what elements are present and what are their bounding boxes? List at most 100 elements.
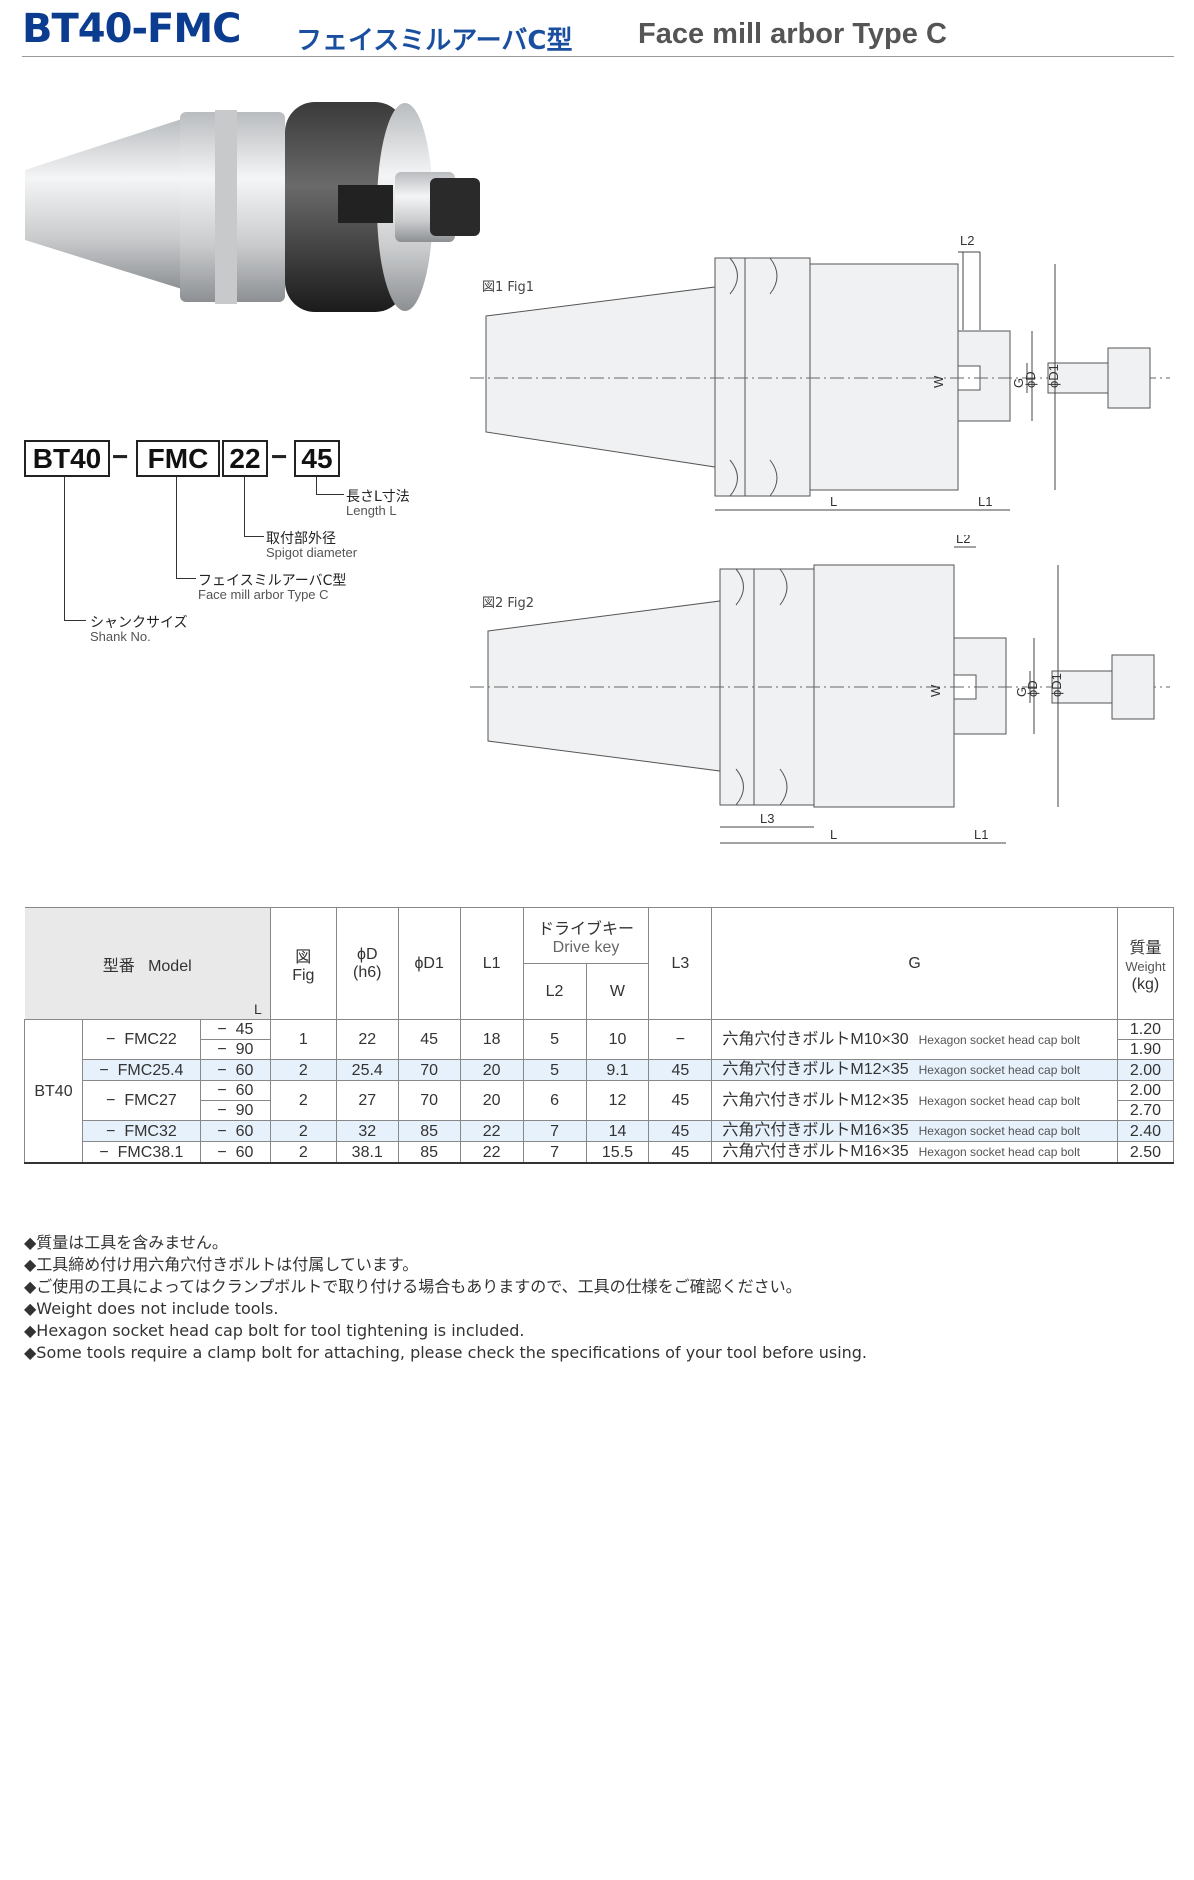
legend-type-jp: フェイスミルアーバC型 (198, 573, 347, 589)
fig2-dim-D1: ϕD1 (1049, 673, 1064, 697)
w-cell: 14 (585, 1120, 650, 1142)
header-D1: ϕD1 (397, 907, 461, 1020)
table-row: − FMC27 − 60 2 27 70 20 6 12 45 六角穴付きボルト… (25, 1080, 1175, 1121)
fig1-dim-D: ϕD (1023, 371, 1038, 388)
code-dash-2: − (271, 441, 288, 472)
d-cell: 22 (335, 1019, 399, 1060)
code-shank-box: BT40 (24, 440, 110, 477)
length-cell: − 60 (199, 1059, 271, 1081)
fig2-dim-L2: L2 (956, 535, 970, 546)
fig2-dim-L1: L1 (974, 827, 988, 842)
fig2-dim-G: G (1014, 687, 1029, 697)
header-L1: L1 (459, 907, 524, 1020)
fig1-dim-L: L (830, 494, 837, 509)
weight-cell: 2.00 (1116, 1080, 1175, 1101)
note-item: ◆Hexagon socket head cap bolt for tool t… (24, 1321, 525, 1340)
legend-spigot-en: Spigot diameter (266, 545, 358, 560)
title-divider (22, 56, 1174, 57)
model-cell: − FMC32 (81, 1120, 201, 1142)
fig-cell: 2 (269, 1141, 337, 1164)
l1-cell: 22 (459, 1141, 524, 1164)
fig1-dim-D1: ϕD1 (1046, 364, 1061, 388)
fig2-dim-W: W (928, 684, 943, 697)
l2-cell: 6 (522, 1080, 587, 1121)
header-W: W (585, 963, 650, 1020)
fig-cell: 2 (269, 1120, 337, 1142)
l2-cell: 7 (522, 1120, 587, 1142)
table-row: BT40 − FMC22 − 45 1 22 45 18 5 10 − 六角穴付… (24, 1019, 1175, 1164)
note-item: ◆質量は工具を含みません。 (24, 1233, 228, 1252)
weight-cell: 2.40 (1116, 1120, 1175, 1142)
d-cell: 38.1 (335, 1141, 399, 1164)
l1-cell: 20 (459, 1059, 524, 1081)
note-item: ◆ご使用の工具によってはクランプボルトで取り付ける場合もありますので、工具の仕様… (24, 1277, 802, 1296)
fig2-drawing: L3 L L1 L2 W ϕD ϕD1 G (470, 535, 1170, 844)
w-cell: 10 (585, 1019, 650, 1060)
legend-shank-jp: シャンクサイズ (90, 615, 188, 631)
l1-cell: 18 (459, 1019, 524, 1060)
fig1-dim-W: W (931, 375, 946, 388)
page-title-en: Face mill arbor Type C (638, 18, 947, 50)
d1-cell: 45 (397, 1019, 461, 1060)
w-cell: 9.1 (585, 1059, 650, 1081)
l3-cell: − (648, 1019, 713, 1060)
d-cell: 25.4 (335, 1059, 399, 1081)
l2-cell: 5 (522, 1019, 587, 1060)
length-cell: − 60 (199, 1080, 271, 1101)
fig1-dim-L2: L2 (960, 233, 974, 248)
leader-line (64, 620, 86, 621)
weight-cell: 2.50 (1116, 1141, 1175, 1164)
product-photo (25, 102, 480, 312)
legend-shank-en: Shank No. (90, 629, 151, 644)
fig2-label: 図2 Fig2 (482, 596, 535, 611)
fig1-dim-L1: L1 (978, 494, 992, 509)
legend-spigot-jp: 取付部外径 (266, 531, 336, 547)
fig1-label: 図1 Fig1 (482, 280, 535, 295)
table-row: − FMC25.4 − 60 2 25.4 70 20 5 9.1 45 六角穴… (24, 1059, 1175, 1081)
length-cell: − 90 (199, 1039, 271, 1060)
leader-line (316, 494, 344, 495)
fig-cell: 2 (269, 1080, 337, 1121)
legend-length-jp: 長さL寸法 (346, 489, 410, 505)
l3-cell: 45 (648, 1141, 713, 1164)
code-type-box: FMC (136, 440, 220, 477)
header-L2: L2 (522, 963, 587, 1020)
table-row: − 90 1.90 (25, 1039, 1175, 1060)
fig1-drawing: L L1 L2 W ϕD ϕD1 G (470, 233, 1170, 511)
page-title-jp: フェイスミルアーバC型 (296, 26, 573, 56)
fig2-dim-D: ϕD (1025, 680, 1040, 697)
model-cell: − FMC38.1 (81, 1141, 201, 1164)
length-cell: − 90 (199, 1100, 271, 1121)
table-row: − FMC38.1 − 60 2 38.1 85 22 7 15.5 45 六角… (24, 1141, 1175, 1164)
leader-line (176, 578, 196, 579)
leader-line (64, 477, 65, 621)
weight-cell: 1.20 (1116, 1019, 1175, 1040)
length-cell: − 45 (199, 1019, 271, 1040)
l1-cell: 22 (459, 1120, 524, 1142)
l2-cell: 7 (522, 1141, 587, 1164)
leader-line (176, 477, 177, 579)
header-model: 型番 Model L (24, 907, 271, 1020)
l3-cell: 45 (648, 1120, 713, 1142)
code-dash-1: − (112, 441, 129, 472)
w-cell: 12 (585, 1080, 650, 1121)
header-L3: L3 (648, 907, 713, 1020)
note-item: ◆Weight does not include tools. (24, 1299, 279, 1318)
model-cell: − FMC27 (81, 1080, 201, 1121)
d-cell: 27 (335, 1080, 399, 1121)
model-cell: − FMC22 (81, 1019, 201, 1060)
note-item: ◆工具締め付け用六角穴付きボルトは付属しています。 (24, 1255, 419, 1274)
notes: ◆質量は工具を含みません。 ◆工具締め付け用六角穴付きボルトは付属しています。 … (24, 1232, 867, 1364)
length-cell: − 60 (199, 1120, 271, 1142)
header-D: ϕD(h6) (335, 907, 399, 1020)
fig1-dim-G: G (1011, 378, 1026, 388)
leader-line (316, 477, 317, 495)
weight-cell: 2.70 (1116, 1100, 1175, 1121)
length-cell: − 60 (199, 1141, 271, 1164)
table-row: − FMC32 − 60 2 32 85 22 7 14 45 六角穴付きボルト… (24, 1120, 1175, 1142)
